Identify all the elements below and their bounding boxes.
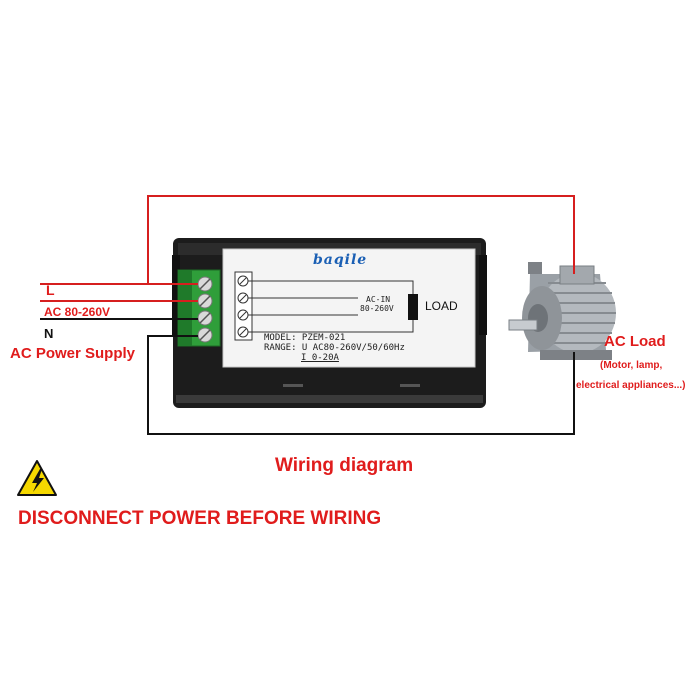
load-description-line1: (Motor, lamp, [600,360,663,371]
ac-voltage-range-label: AC 80-260V [44,305,111,319]
live-label: L [46,282,55,298]
wiring-diagram-caption: Wiring diagram [275,455,414,476]
warning-text: DISCONNECT POWER BEFORE WIRING [18,508,382,529]
power-meter [172,238,487,408]
schematic-terminal-strip [234,271,253,341]
range-voltage-line: RANGE: U AC80-260V/50/60Hz [264,343,405,353]
ac-power-supply-label: AC Power Supply [10,345,136,362]
brand-logo: baqile [313,252,368,268]
load-label: LOAD [425,299,458,313]
terminal-screws [197,276,213,343]
neutral-label: N [44,326,54,341]
ac-load-label: AC Load [604,333,666,350]
schematic-load-symbol [408,294,418,320]
ac-in-range: 80-260V [360,304,394,313]
meter-face-panel [222,248,476,368]
schematic-lines [248,280,414,333]
motor-terminal-box [559,265,595,285]
neutral-wire-loop [147,335,575,435]
ac-in-label: AC-IN [366,295,391,304]
motor-shaft [508,319,538,331]
load-description-line2: electrical appliances...) [576,380,686,391]
range-current-line: I 0-20A [301,353,339,363]
model-line: MODEL: PZEM-021 [264,333,346,343]
high-voltage-warning-icon [17,460,57,496]
motor-base [540,350,612,360]
wires [40,195,575,435]
live-wire-loop [40,195,575,285]
ac-motor-image [508,262,616,360]
